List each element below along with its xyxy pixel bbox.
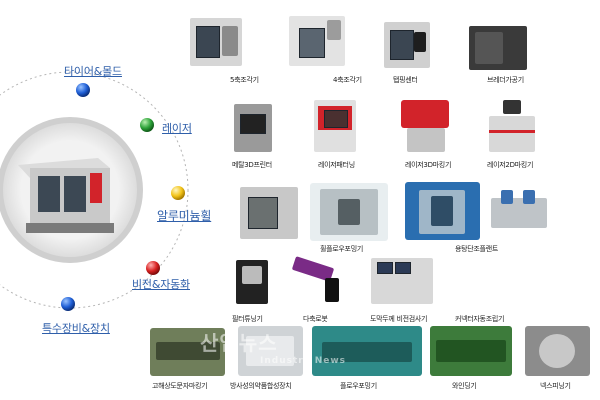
product-image-molten-forging-plant-a	[405, 182, 480, 240]
product-label-tapping-center: 탭핑센터	[393, 76, 418, 84]
product-label-neck-spinning-machine: 넥스피닝기	[540, 382, 571, 390]
product-label-breather-machine: 브레더가공기	[487, 76, 524, 84]
product-label-laser-patterning: 레이저패터닝	[318, 161, 355, 169]
product-image-breather-machine	[465, 22, 530, 72]
product-label-laser-2d-marker: 레이저2D마킹기	[487, 161, 534, 169]
product-label-hi-res-char-marker: 고해상도문자마킹기	[152, 382, 208, 390]
product-label-flow-forming-machine: 플로우포밍기	[340, 382, 377, 390]
category-label-aluminum-wheel[interactable]: 알루미늄휠	[157, 209, 212, 223]
product-image-tapping-center	[380, 18, 435, 70]
product-image-hi-res-char-marker	[150, 328, 225, 376]
category-label-tire-mold[interactable]: 타이어&몰드	[64, 65, 122, 78]
product-image-laser-3d-marker	[395, 96, 455, 156]
product-label-4axis-engraver: 4축조각기	[333, 76, 362, 84]
product-image-molten-forging-plant-b	[485, 182, 553, 240]
product-image-radiopharma-synthesizer	[238, 326, 303, 376]
product-image-5axis-engraver	[186, 10, 246, 70]
product-image-filter-tuner	[232, 256, 272, 308]
category-dot-aluminum-wheel	[171, 186, 185, 200]
product-label-filter-tuner: 필터튜닝기	[232, 315, 263, 323]
category-dot-special-equipment	[61, 297, 75, 311]
product-label-molten-forging-plant: 용탕단조플랜트	[455, 245, 498, 253]
product-label-metal-3d-printer: 메탈3D프린터	[232, 161, 272, 169]
category-label-vision-automation[interactable]: 비전&자동화	[132, 278, 190, 291]
product-label-winding-machine: 와인딩기	[452, 382, 477, 390]
category-label-special-equipment[interactable]: 특수장비&장치	[42, 322, 110, 335]
product-label-wheel-flow-forming: 휠플로우포밍기	[320, 245, 363, 253]
category-dot-vision-automation	[146, 261, 160, 275]
orbit-diagram	[0, 71, 189, 311]
product-image-4axis-engraver	[285, 10, 350, 70]
product-label-coating-thickness-inspector: 도막두께 비전검사기	[370, 315, 428, 323]
product-label-5axis-engraver: 5축조각기	[230, 76, 259, 84]
product-image-winding-machine	[430, 326, 512, 376]
product-image-flow-forming-machine	[312, 326, 422, 376]
product-label-connector-assembler: 커넥터자동조립기	[455, 315, 505, 323]
category-dot-laser	[140, 118, 154, 132]
product-image-metal-3d-printer	[230, 100, 275, 155]
category-label-laser[interactable]: 레이저	[162, 122, 192, 135]
product-label-multi-axis-robot: 다축로봇	[303, 315, 328, 323]
product-label-laser-3d-marker: 레이저3D마킹기	[405, 161, 452, 169]
watermark-main-text: 산업뉴스	[200, 331, 278, 355]
product-image-laser-2d-marker	[483, 96, 538, 156]
center-machine-image	[18, 158, 114, 233]
product-image-wheel-flow-forming-b	[310, 183, 388, 241]
product-image-wheel-flow-forming-a	[236, 183, 301, 241]
product-image-laser-patterning	[310, 96, 360, 156]
category-dot-tire-mold	[76, 83, 90, 97]
product-image-neck-spinning-machine	[525, 326, 590, 376]
watermark: 산업뉴스 Industry News	[200, 327, 380, 366]
watermark-sub-text: Industry News	[260, 356, 347, 366]
product-label-radiopharma-synthesizer: 방사성의약품합성장치	[230, 382, 292, 390]
product-image-multi-axis-robot	[285, 252, 355, 308]
product-image-coating-thickness-inspector	[367, 252, 437, 308]
